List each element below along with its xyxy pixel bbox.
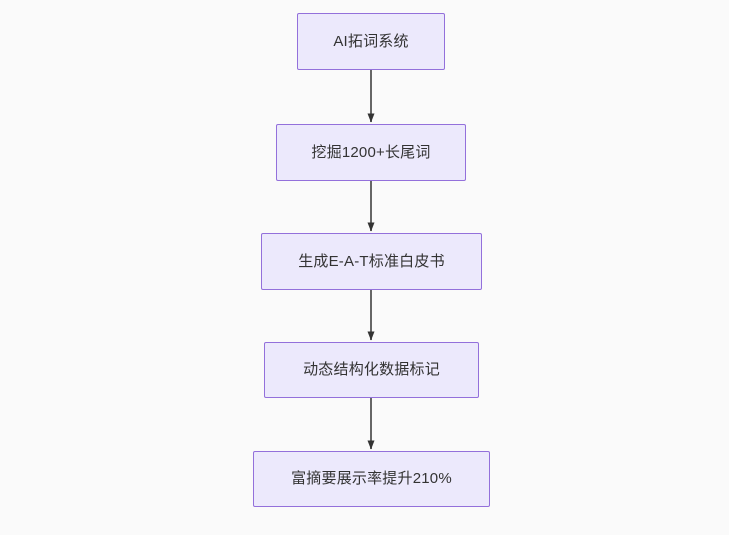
flowchart-node-ai-keyword-system[interactable]: AI拓词系统: [297, 13, 445, 70]
flowchart-node-mine-longtail-keywords[interactable]: 挖掘1200+长尾词: [276, 124, 466, 181]
node-label: AI拓词系统: [333, 32, 409, 50]
flowchart-node-generate-eat-whitepaper[interactable]: 生成E-A-T标准白皮书: [261, 233, 482, 290]
node-label: 富摘要展示率提升210%: [291, 470, 452, 487]
node-label: 生成E-A-T标准白皮书: [298, 252, 445, 270]
flowchart-node-dynamic-structured-data-markup[interactable]: 动态结构化数据标记: [264, 342, 479, 398]
node-label: 动态结构化数据标记: [303, 361, 440, 378]
node-label: 挖掘1200+长尾词: [311, 143, 431, 161]
flowchart-node-rich-snippet-impression-uplift[interactable]: 富摘要展示率提升210%: [253, 451, 490, 507]
